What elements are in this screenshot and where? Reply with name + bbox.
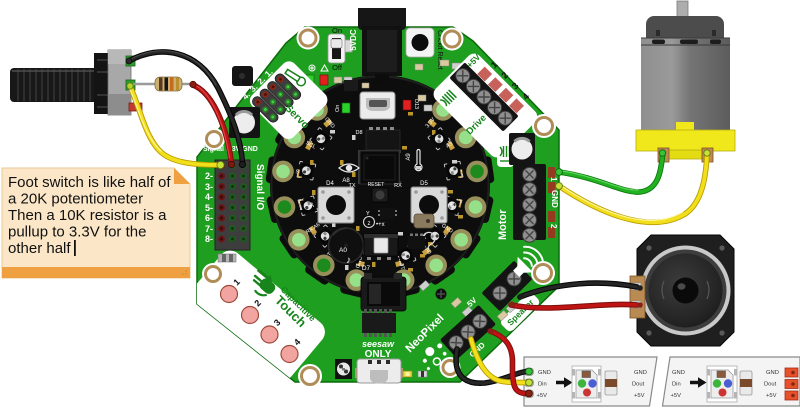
- svg-text:GND: GND: [766, 370, 779, 376]
- svg-text:SCL: SCL: [304, 140, 316, 150]
- svg-text:On: On: [332, 26, 342, 35]
- svg-text:Dout: Dout: [632, 382, 645, 388]
- svg-text:other half: other half: [8, 240, 71, 257]
- svg-text:3: 3: [272, 317, 283, 328]
- svg-text:3: 3: [510, 81, 521, 92]
- svg-text:Off: Off: [332, 63, 343, 72]
- svg-text:Foot switch is like half of: Foot switch is like half of: [8, 174, 171, 191]
- svg-text:1: 1: [231, 277, 242, 288]
- svg-text:Y: Y: [366, 211, 370, 217]
- svg-text:A8: A8: [342, 178, 350, 184]
- svg-text:♪: ♪: [346, 255, 351, 266]
- svg-text:A3: A3: [445, 141, 454, 150]
- svg-text:1: 1: [489, 59, 500, 70]
- svg-text:5VDC: 5VDC: [349, 29, 358, 51]
- svg-text:4: 4: [521, 91, 532, 102]
- svg-text:GND: GND: [550, 190, 559, 208]
- svg-text:VOUT: VOUT: [396, 254, 406, 271]
- svg-text:D13: D13: [413, 99, 419, 109]
- svg-text:6-: 6-: [205, 213, 213, 223]
- svg-text:3-: 3-: [205, 182, 213, 192]
- svg-text:seesaw: seesaw: [362, 339, 395, 349]
- svg-text:TX: TX: [348, 183, 355, 189]
- svg-text:4-: 4-: [205, 192, 213, 202]
- svg-text:Signal I/O: Signal I/O: [254, 164, 265, 210]
- svg-text:5-: 5-: [205, 203, 213, 213]
- svg-text:RX: RX: [394, 183, 402, 189]
- svg-text:•+x: •+x: [376, 222, 385, 228]
- svg-text:Dout: Dout: [764, 382, 777, 388]
- svg-text:D8: D8: [355, 130, 362, 136]
- svg-text:pullup to 3.3V for the: pullup to 3.3V for the: [8, 224, 146, 241]
- svg-text:Crickit Reset: Crickit Reset: [436, 30, 443, 70]
- svg-text:2: 2: [549, 224, 558, 229]
- svg-text:a 20K potentiometer: a 20K potentiometer: [8, 191, 143, 208]
- svg-text:D5: D5: [420, 181, 428, 187]
- svg-text:On: On: [335, 105, 341, 112]
- svg-text:GND: GND: [538, 370, 551, 376]
- svg-text:ONLY: ONLY: [365, 349, 392, 360]
- svg-text:GND: GND: [355, 256, 364, 269]
- svg-text:Din: Din: [672, 382, 681, 388]
- svg-text:Din: Din: [538, 382, 547, 388]
- svg-text:Motor: Motor: [497, 209, 509, 240]
- svg-text:GND: GND: [440, 223, 454, 235]
- svg-text:D4: D4: [326, 181, 334, 187]
- svg-text:Then a 10K resistor is a: Then a 10K resistor is a: [8, 207, 167, 224]
- svg-text:2: 2: [499, 70, 510, 81]
- svg-text:GND: GND: [672, 370, 685, 376]
- svg-text:+5V: +5V: [766, 393, 777, 399]
- svg-text:~A0: ~A0: [421, 244, 432, 256]
- svg-text:7-: 7-: [205, 224, 213, 234]
- svg-text:8-: 8-: [205, 234, 213, 244]
- svg-text:A9: A9: [406, 153, 412, 161]
- svg-text:2: 2: [252, 298, 263, 309]
- svg-text:RESET: RESET: [368, 182, 385, 188]
- svg-text:+5V: +5V: [634, 393, 645, 399]
- svg-text:+5V: +5V: [537, 393, 548, 399]
- svg-text:2-: 2-: [205, 171, 213, 181]
- svg-text:GND: GND: [634, 370, 647, 376]
- svg-text:4: 4: [292, 337, 303, 348]
- svg-text:D7: D7: [362, 265, 371, 272]
- svg-text:A: A: [310, 202, 315, 209]
- svg-text:+5V: +5V: [671, 393, 682, 399]
- svg-text:1: 1: [549, 177, 558, 182]
- svg-text:B: B: [450, 202, 454, 209]
- svg-text:z: z: [368, 221, 371, 227]
- svg-text:A0: A0: [339, 247, 347, 254]
